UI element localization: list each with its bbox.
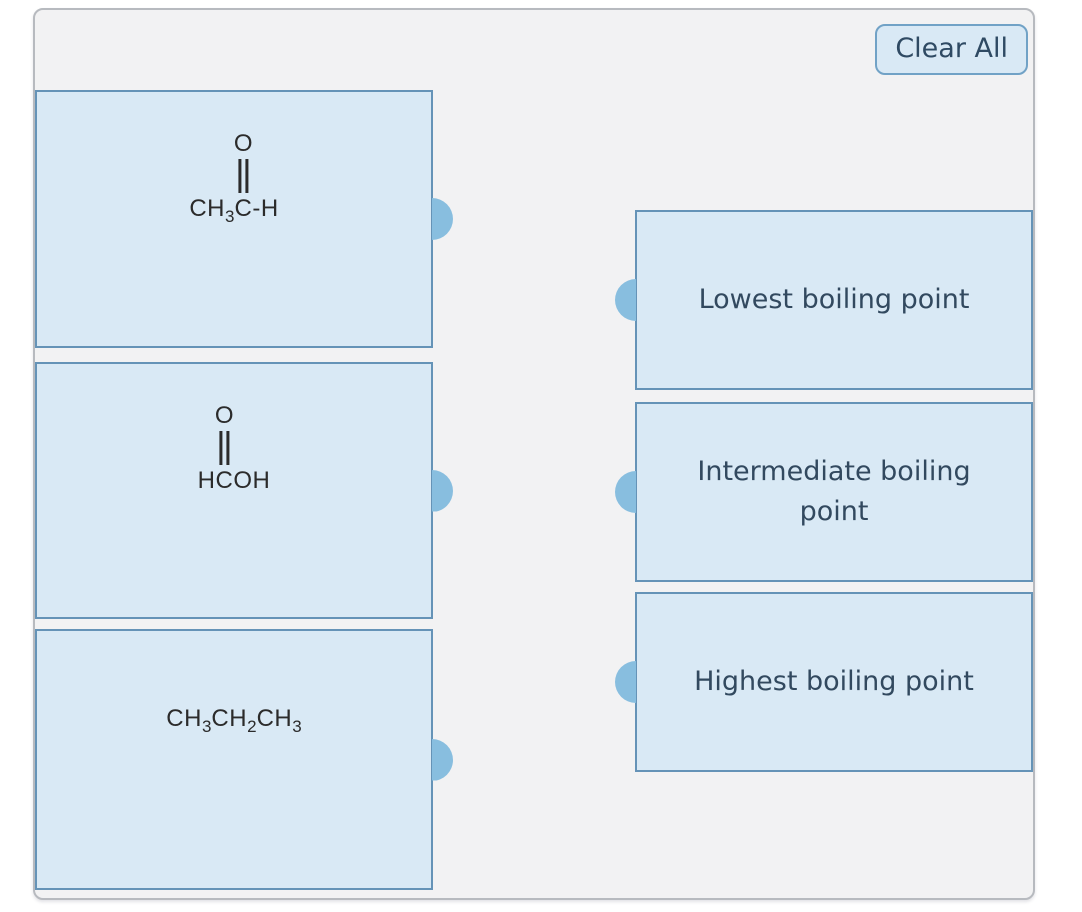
connector-dot-highest[interactable] [615, 661, 636, 703]
oxygen-atom-label: O [214, 402, 235, 429]
formula-token: -H [252, 195, 279, 222]
connector-dot-acetaldehyde[interactable] [432, 198, 453, 240]
target-label: Highest boiling point [694, 666, 974, 697]
target-label: Lowest boiling point [698, 284, 970, 315]
formula-token: CH [211, 705, 248, 732]
formula-token: CH [166, 705, 202, 732]
double-bond-icon [238, 159, 249, 193]
double-bond-icon [219, 431, 230, 465]
target-card-intermediate-boiling-point[interactable]: Intermediate boiling point [615, 402, 1033, 582]
target-card-lowest-boiling-point[interactable]: Lowest boiling point [615, 210, 1033, 390]
target-label: Intermediate boiling point [697, 456, 971, 527]
formula-token: OH [233, 467, 271, 494]
clear-all-button[interactable]: Clear All [875, 24, 1028, 75]
oxygen-atom-label: O [233, 130, 253, 157]
formula-token: CH [189, 195, 226, 222]
connector-dot-propane[interactable] [432, 738, 453, 781]
formula-token: 3 [225, 207, 235, 226]
connector-dot-formic-acid[interactable] [432, 469, 453, 512]
connector-dot-intermediate[interactable] [615, 471, 636, 513]
source-card-propane[interactable]: CH3CH2CH3 [35, 629, 453, 890]
target-card-highest-boiling-point[interactable]: Highest boiling point [615, 592, 1033, 772]
formula-token: 3 [292, 717, 302, 736]
carbonyl-group: O [215, 403, 234, 467]
formula-token: 2 [247, 717, 257, 736]
carbonyl-group: O [234, 131, 253, 195]
formula-token: 3 [201, 717, 212, 736]
molecule-propane: CH3CH2CH3 [166, 705, 301, 741]
formula-token: CH [256, 705, 293, 732]
connector-dot-lowest[interactable] [615, 279, 636, 321]
formula-token: H [197, 467, 216, 494]
